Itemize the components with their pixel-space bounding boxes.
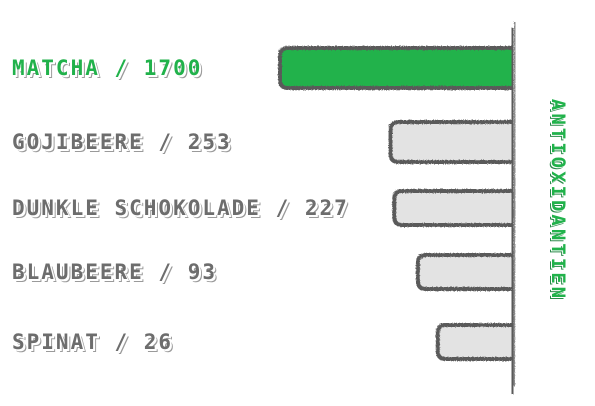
bar-spinat (435, 323, 512, 361)
label-gojibeere: GOJIBEERE / 253 (12, 130, 232, 154)
bar-matcha (278, 46, 512, 90)
label-dunkle-schokolade: DUNKLE SCHOKOLADE / 227 (12, 196, 349, 220)
axis-title: ANTIOXIDANTIEN (547, 98, 569, 302)
value-axis-stroke (513, 21, 516, 387)
label-spinat: SPINAT / 26 (12, 330, 174, 354)
bar-dunkle-schokolade (392, 189, 512, 227)
bar-blaubeere (415, 253, 512, 291)
label-matcha: MATCHA / 1700 (12, 56, 203, 80)
bar-gojibeere (388, 120, 512, 164)
label-blaubeere: BLAUBEERE / 93 (12, 260, 218, 284)
value-axis (509, 27, 516, 395)
